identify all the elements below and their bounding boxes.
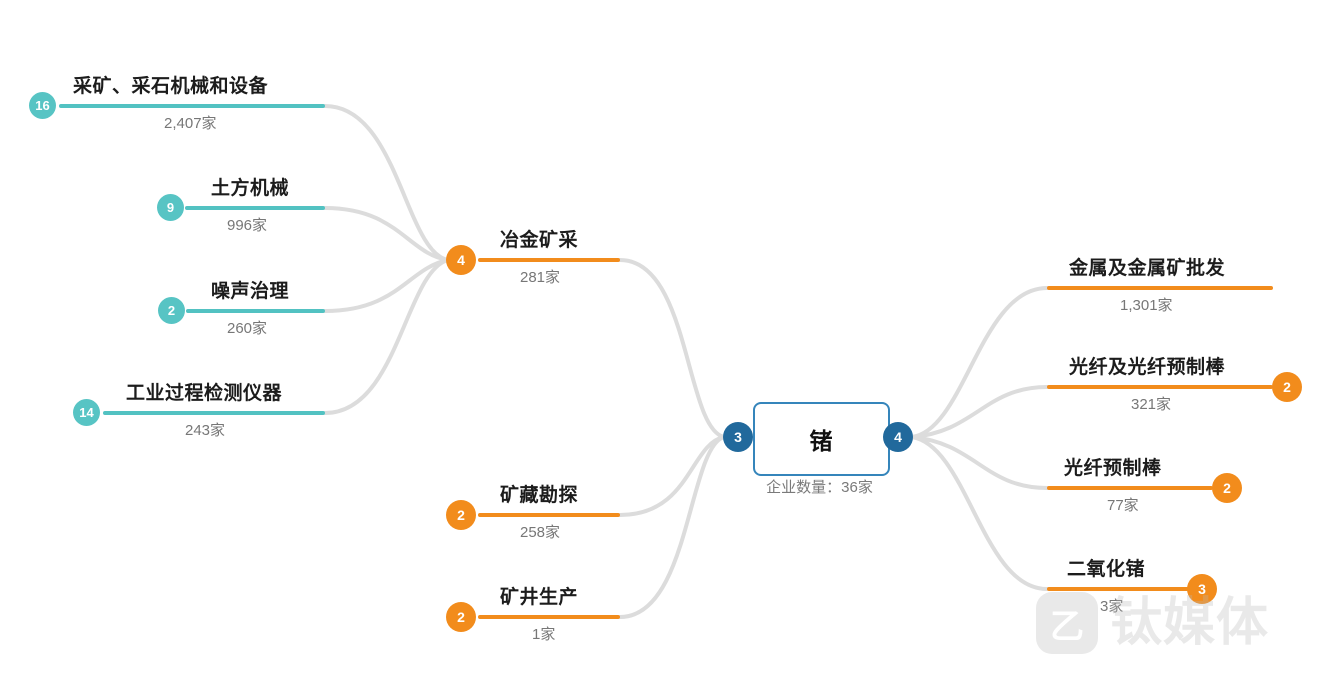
node-count: 77家 bbox=[1107, 497, 1139, 514]
watermark-logo-glyph: 乙 bbox=[1050, 608, 1084, 646]
node-count: 281家 bbox=[520, 269, 561, 286]
badge-midstream-2[interactable]: 2 bbox=[446, 602, 476, 632]
watermark-text: 钛媒体 bbox=[1110, 594, 1270, 652]
node-bar bbox=[1047, 286, 1273, 290]
node-bar bbox=[185, 206, 325, 210]
link-mid-1 bbox=[618, 258, 726, 439]
link-right-3 bbox=[910, 435, 1049, 490]
node-title: 光纤及光纤预制棒 bbox=[1069, 357, 1226, 378]
badge-upstream-leaf-3[interactable]: 2 bbox=[158, 297, 185, 324]
node-bar bbox=[1047, 385, 1273, 389]
node-bar bbox=[478, 513, 620, 517]
link-leaf-4 bbox=[323, 258, 450, 415]
node-bar bbox=[478, 258, 620, 262]
node-bar bbox=[103, 411, 325, 415]
node-title: 二氧化锗 bbox=[1067, 559, 1146, 580]
node-count: 3家 bbox=[1100, 598, 1124, 615]
link-right-1 bbox=[910, 286, 1049, 439]
node-title: 矿藏勘探 bbox=[500, 485, 579, 506]
link-right-2 bbox=[910, 385, 1049, 439]
link-mid-3 bbox=[618, 435, 726, 619]
node-count: 321家 bbox=[1131, 396, 1172, 413]
badge-downstream-4[interactable]: 3 bbox=[1187, 574, 1217, 604]
watermark: 乙 钛媒体 bbox=[1036, 592, 1269, 654]
link-leaf-2 bbox=[323, 206, 450, 262]
badge-upstream-leaf-1[interactable]: 16 bbox=[29, 92, 56, 119]
watermark-logo-icon: 乙 bbox=[1036, 592, 1098, 654]
node-count: 1家 bbox=[532, 626, 556, 643]
node-title: 光纤预制棒 bbox=[1064, 458, 1162, 479]
node-title: 土方机械 bbox=[211, 178, 290, 199]
node-count: 2,407家 bbox=[164, 115, 217, 132]
node-title: 工业过程检测仪器 bbox=[126, 383, 283, 404]
node-count: 258家 bbox=[520, 524, 561, 541]
badge-center-right[interactable]: 4 bbox=[883, 422, 913, 452]
node-count: 996家 bbox=[227, 217, 268, 234]
badge-upstream-leaf-2[interactable]: 9 bbox=[157, 194, 184, 221]
node-bar bbox=[1047, 486, 1213, 490]
badge-center-left[interactable]: 3 bbox=[723, 422, 753, 452]
badge-upstream-leaf-4[interactable]: 14 bbox=[73, 399, 100, 426]
center-node-title: 锗 bbox=[809, 428, 834, 454]
center-node[interactable]: 锗 bbox=[753, 402, 890, 476]
node-bar bbox=[186, 309, 325, 313]
link-mid-2 bbox=[618, 435, 726, 517]
node-title: 矿井生产 bbox=[500, 587, 579, 608]
node-count: 243家 bbox=[185, 422, 226, 439]
node-bar bbox=[478, 615, 620, 619]
node-count: 1,301家 bbox=[1120, 297, 1173, 314]
node-title: 采矿、采石机械和设备 bbox=[73, 76, 269, 97]
node-title: 噪声治理 bbox=[211, 281, 290, 302]
node-bar bbox=[1047, 587, 1189, 591]
node-bar bbox=[59, 104, 325, 108]
badge-midstream-1[interactable]: 2 bbox=[446, 500, 476, 530]
node-title: 金属及金属矿批发 bbox=[1069, 258, 1226, 279]
node-count: 260家 bbox=[227, 320, 268, 337]
badge-downstream-3[interactable]: 2 bbox=[1212, 473, 1242, 503]
badge-downstream-2[interactable]: 2 bbox=[1272, 372, 1302, 402]
link-right-4 bbox=[910, 435, 1049, 591]
badge-hub-upstream[interactable]: 4 bbox=[446, 245, 476, 275]
node-title: 冶金矿采 bbox=[500, 230, 579, 251]
link-leaf-1 bbox=[323, 104, 450, 262]
center-node-subtitle: 企业数量：36家 bbox=[766, 479, 873, 496]
link-leaf-3 bbox=[323, 258, 450, 313]
